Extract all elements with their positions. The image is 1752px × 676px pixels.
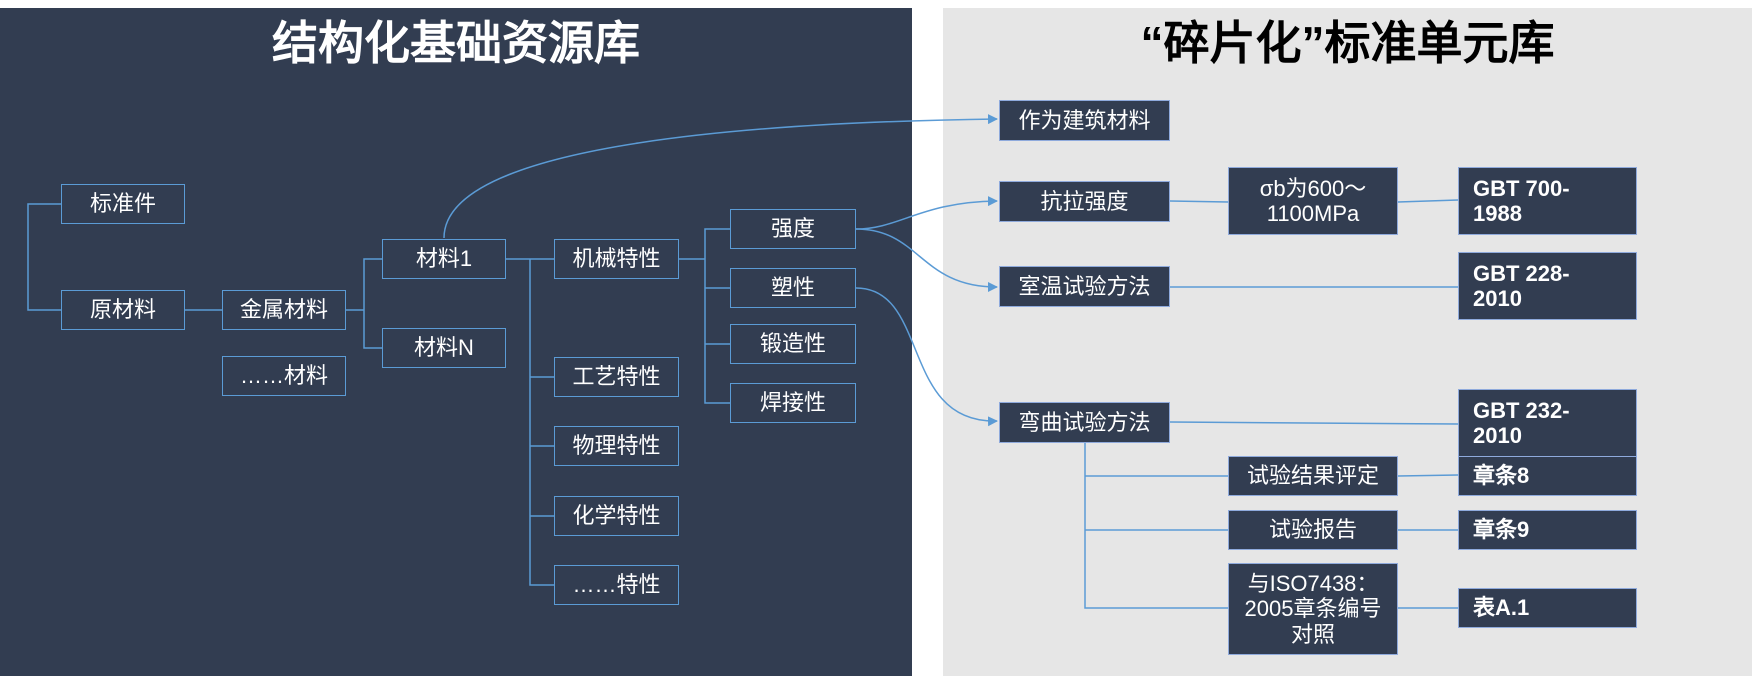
node-physical-props[interactable]: 物理特性 (554, 426, 679, 466)
node-other-materials[interactable]: ……材料 (222, 356, 346, 396)
node-bend-test[interactable]: 弯曲试验方法 (999, 402, 1170, 443)
node-material-n[interactable]: 材料N (382, 328, 506, 368)
connector-bend-subitems (1084, 442, 1228, 609)
node-clause-8[interactable]: 章条8 (1458, 456, 1637, 496)
node-tensile-strength[interactable]: 抗拉强度 (999, 181, 1170, 222)
connector-bend-gbt232 (1169, 421, 1459, 425)
node-other-props[interactable]: ……特性 (554, 565, 679, 605)
node-table-a1[interactable]: 表A.1 (1458, 588, 1637, 628)
connector-eval-clause8 (1397, 474, 1459, 477)
connector-mechanical-subprops (679, 228, 730, 404)
node-clause-9[interactable]: 章条9 (1458, 510, 1637, 550)
node-standard-parts[interactable]: 标准件 (61, 184, 185, 224)
node-gbt-700[interactable]: GBT 700-1988 (1458, 167, 1637, 235)
node-chemical-props[interactable]: 化学特性 (554, 496, 679, 536)
node-raw-materials[interactable]: 原材料 (61, 290, 185, 330)
node-plasticity[interactable]: 塑性 (730, 268, 856, 308)
node-metal-materials[interactable]: 金属材料 (222, 290, 346, 330)
left-panel-title: 结构化基础资源库 (272, 17, 640, 69)
connector-strength-tensile (855, 196, 998, 230)
node-room-temp-test[interactable]: 室温试验方法 (999, 266, 1170, 307)
connector-sigma-gbt700 (1397, 199, 1459, 203)
node-gbt-232[interactable]: GBT 232-2010 (1458, 389, 1637, 457)
connector-tensile-sigma (1169, 200, 1229, 203)
node-mechanical-props[interactable]: 机械特性 (554, 239, 679, 279)
node-sigma-value[interactable]: σb为600～1100MPa (1228, 167, 1398, 235)
connector-metal-materials (346, 258, 382, 349)
node-process-props[interactable]: 工艺特性 (554, 357, 679, 397)
connector-plasticity-bend (855, 287, 998, 427)
node-test-report[interactable]: 试验报告 (1228, 510, 1398, 550)
node-iso-compare[interactable]: 与ISO7438：2005章条编号对照 (1228, 563, 1398, 655)
node-gbt-228[interactable]: GBT 228-2010 (1458, 252, 1637, 320)
connector-strength-roomtemp (855, 228, 998, 292)
right-panel-title: “碎片化”标准单元库 (1140, 17, 1555, 69)
connector-root-branch (27, 203, 61, 311)
node-weldability[interactable]: 焊接性 (730, 383, 856, 423)
connector-material1-props (506, 258, 554, 586)
node-forgeability[interactable]: 锻造性 (730, 324, 856, 364)
node-material-1[interactable]: 材料1 (382, 239, 506, 279)
node-result-eval[interactable]: 试验结果评定 (1228, 456, 1398, 496)
node-strength[interactable]: 强度 (730, 209, 856, 249)
node-building-material[interactable]: 作为建筑材料 (999, 100, 1170, 141)
connector-material1-building (443, 114, 998, 239)
